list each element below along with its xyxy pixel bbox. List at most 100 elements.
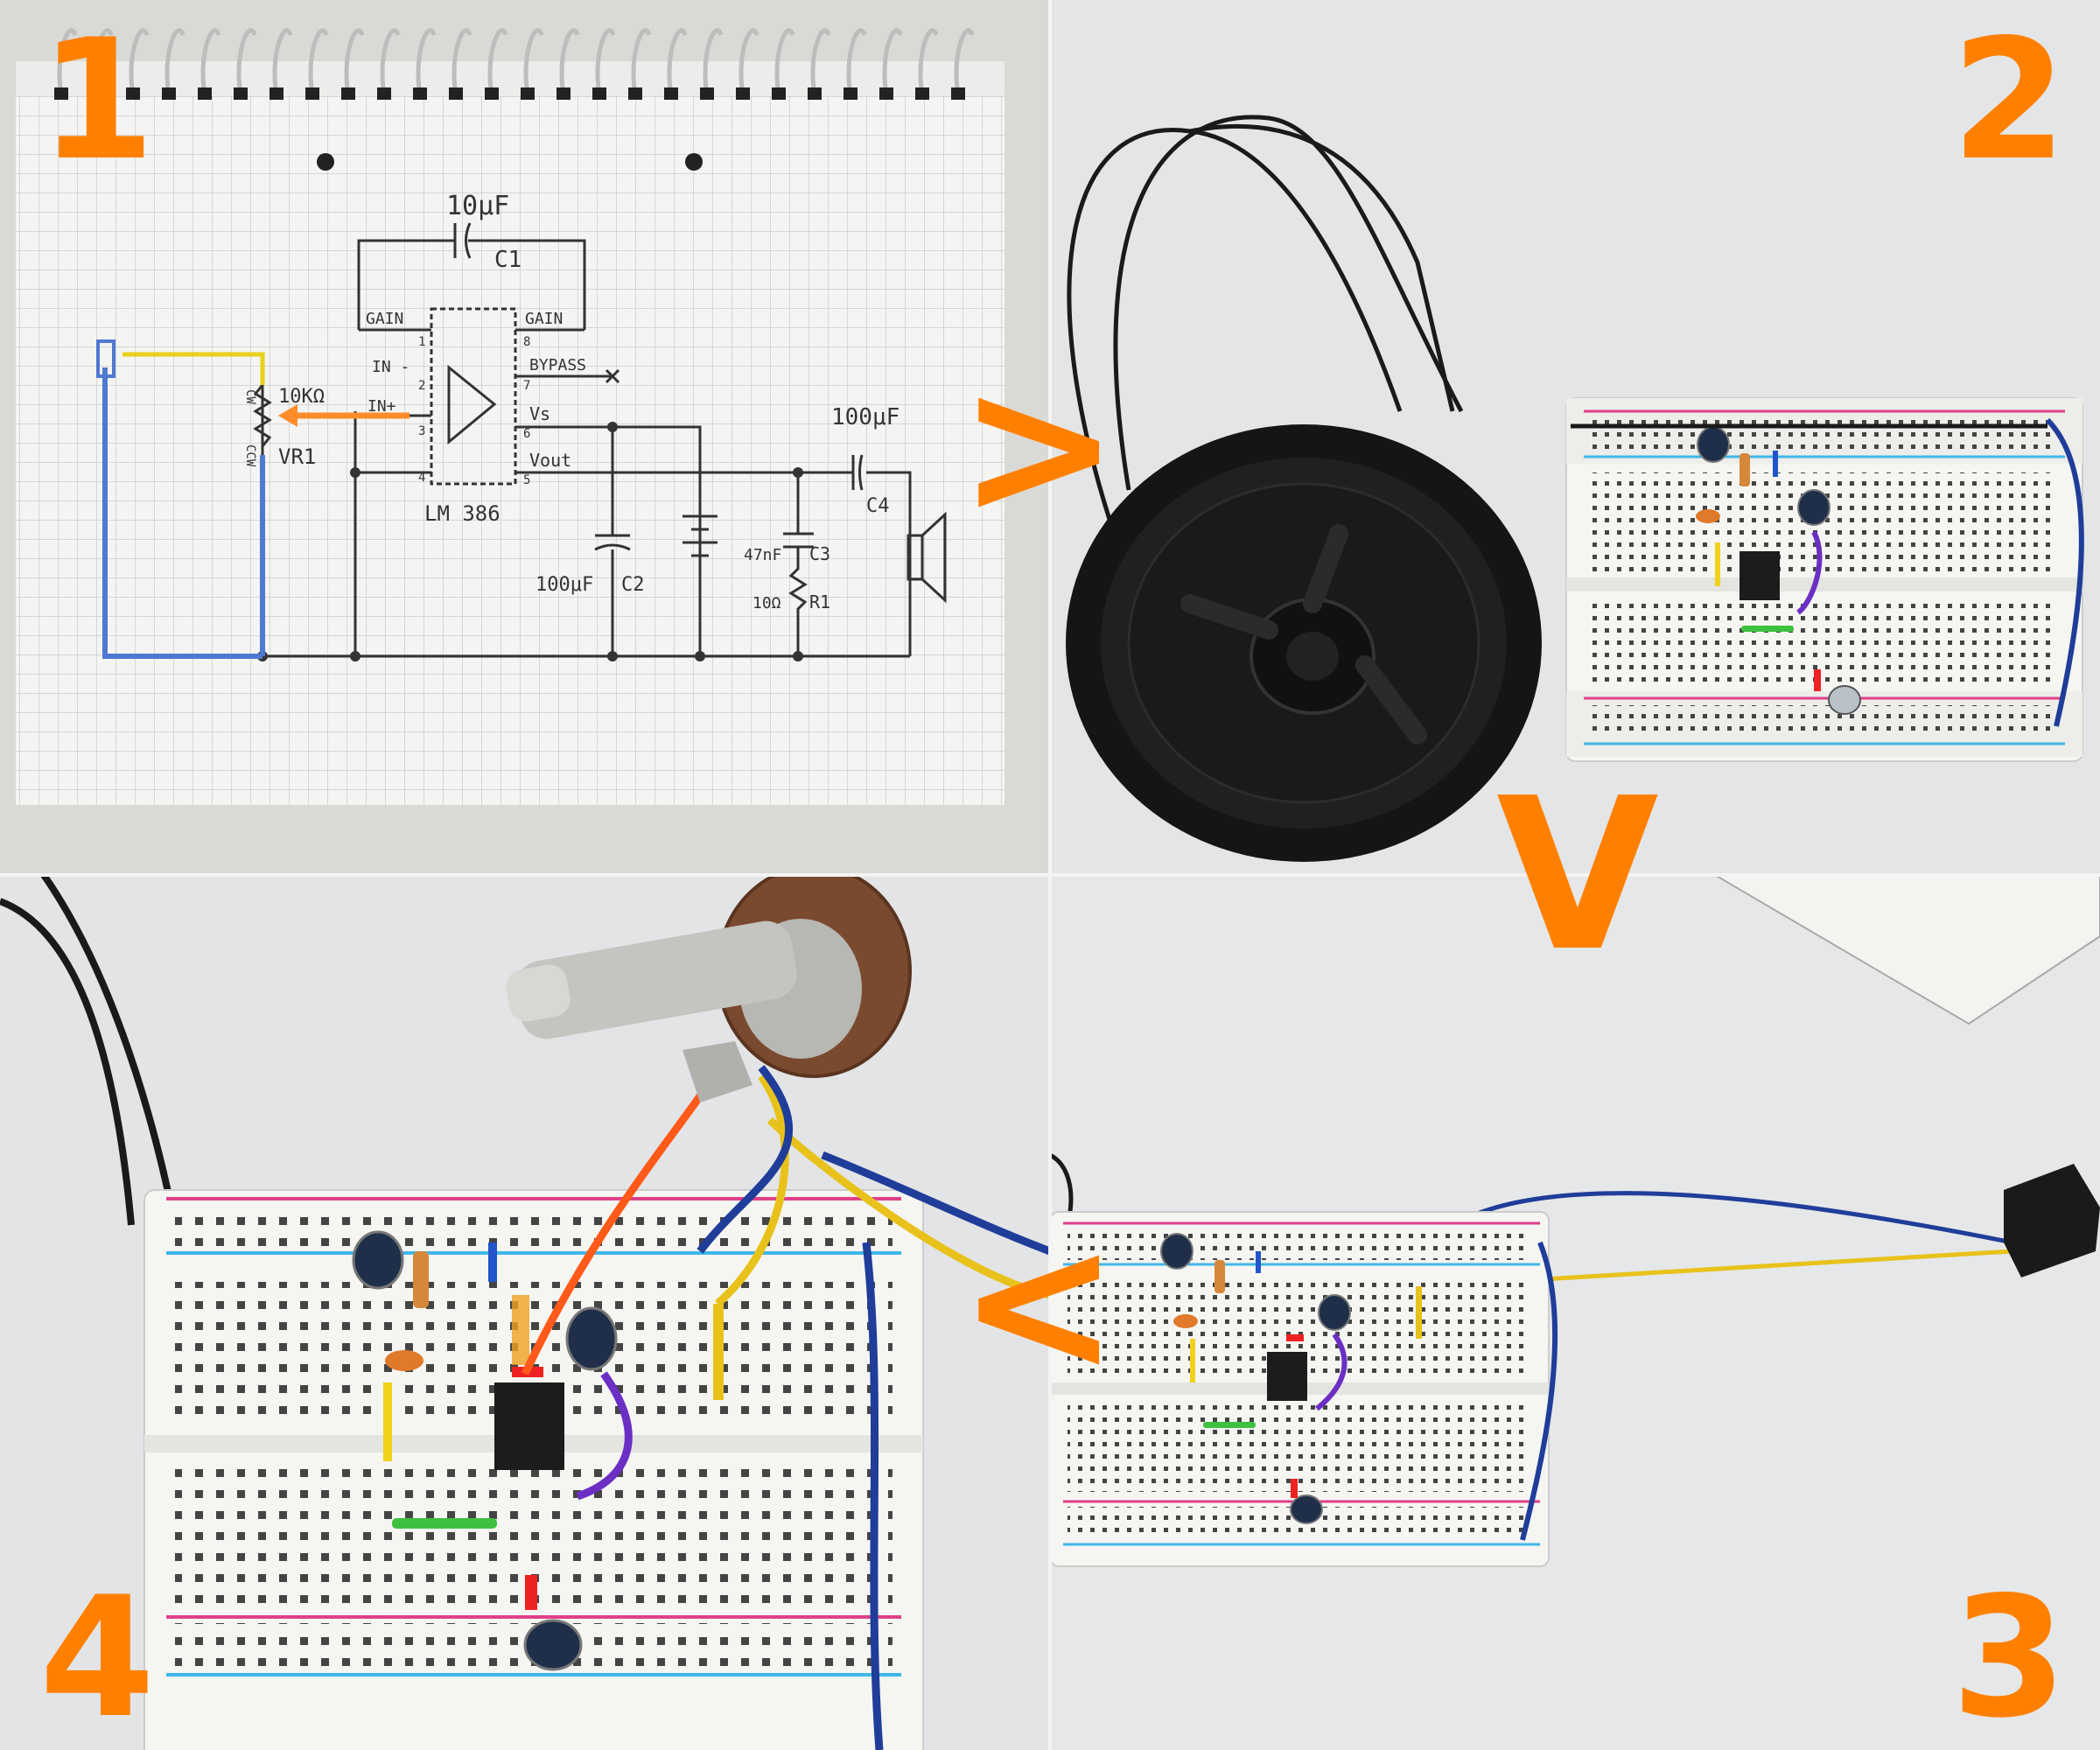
capacitor	[352, 1230, 404, 1290]
label-bypass: BYPASS	[529, 356, 586, 374]
label-c2-name: C2	[621, 574, 645, 596]
pot-wire-yellow	[715, 1074, 1050, 1307]
pot-wire-blue	[696, 1065, 1050, 1256]
spiral-hole	[628, 88, 642, 100]
spiral-coil	[344, 28, 365, 95]
photo-speaker-breadboard	[1066, 115, 2084, 862]
spiral-hole	[485, 88, 499, 100]
label-pin-4: 4	[418, 471, 425, 485]
ceramic-capacitor	[385, 1350, 424, 1371]
arrow-left: <	[958, 1192, 1120, 1416]
label-c3-name: C3	[809, 543, 830, 564]
label-pin-3: 3	[418, 424, 425, 438]
label-cw: CW	[243, 389, 257, 404]
label-c1-name: C1	[494, 247, 522, 273]
label-pin-8: 8	[523, 335, 530, 349]
spiral-hole	[736, 88, 750, 100]
spiral-coil	[200, 28, 221, 95]
ceramic-capacitor	[1173, 1314, 1198, 1328]
label-r1-name: R1	[809, 592, 830, 612]
spiral-coil	[738, 28, 760, 95]
spiral-coil	[631, 28, 652, 95]
spiral-coil	[272, 28, 293, 95]
label-c4-value: 100μF	[831, 404, 900, 430]
capacitor	[1160, 1233, 1194, 1270]
spiral-coil	[93, 28, 114, 95]
spiral-coil	[164, 28, 186, 95]
spiral-hole	[305, 88, 319, 100]
lm386-chip	[494, 1382, 564, 1470]
step-number-1: 1	[39, 4, 156, 197]
spiral-hole	[700, 88, 714, 100]
spiral-coil	[559, 28, 580, 95]
spiral-hole	[556, 88, 570, 100]
spiral-hole	[449, 88, 463, 100]
spiral-coil	[487, 28, 508, 95]
panel-speaker-breadboard: 2	[1050, 0, 2100, 875]
spiral-coil	[774, 28, 795, 95]
spiral-hole	[915, 88, 929, 100]
spiral-coil	[810, 28, 831, 95]
panel-breadboard-potentiometer: 4	[0, 875, 1050, 1750]
label-r1-value: 10Ω	[752, 594, 781, 612]
label-ic: LM 386	[424, 501, 500, 526]
label-c2-value: 100μF	[536, 574, 593, 596]
spiral-hole	[879, 88, 893, 100]
resistor	[1214, 1260, 1225, 1293]
photo-breadboard-pot	[0, 875, 1050, 1750]
resistor	[1740, 453, 1750, 486]
label-pin-1: 1	[418, 335, 425, 349]
arrow-right: >	[958, 334, 1120, 558]
spiral-hole	[808, 88, 822, 100]
yellow-input-trace	[122, 352, 265, 385]
spiral-hole	[234, 88, 248, 100]
blue-ground-trace	[102, 368, 265, 659]
label-c3-value: 47nF	[744, 546, 781, 564]
label-in-plus: IN+	[368, 397, 396, 416]
spiral-coil	[595, 28, 616, 95]
ceramic-capacitor	[1696, 509, 1720, 523]
capacitor	[523, 1619, 583, 1671]
spiral-coil	[129, 28, 150, 95]
lm386-chip	[1267, 1352, 1307, 1401]
spiral-hole	[126, 88, 140, 100]
label-c4-name: C4	[866, 495, 890, 517]
spiral-coil	[523, 28, 544, 95]
panel-divider-horizontal	[0, 873, 2100, 877]
label-pin-5: 5	[523, 473, 530, 487]
pot-wiper-arrow	[278, 404, 298, 427]
step-number-3: 3	[1951, 1561, 2068, 1750]
spiral-coil	[918, 28, 939, 95]
label-gain-right: GAIN	[525, 310, 563, 328]
spiral-coil	[380, 28, 401, 95]
spiral-coil	[882, 28, 903, 95]
input-jack-symbol	[96, 340, 116, 378]
label-pin-6: 6	[523, 427, 530, 441]
spiral-hole	[592, 88, 606, 100]
spiral-hole	[951, 88, 965, 100]
spiral-coil	[236, 28, 257, 95]
spiral-hole	[772, 88, 786, 100]
punch-hole	[685, 153, 703, 171]
spiral-coil	[416, 28, 437, 95]
spiral-coil	[452, 28, 472, 95]
label-pot-value: 10KΩ	[278, 386, 325, 408]
spiral-hole	[377, 88, 391, 100]
label-pot-name: VR1	[278, 444, 316, 469]
resistor	[413, 1251, 429, 1308]
spiral-hole	[664, 88, 678, 100]
label-pin-7: 7	[523, 379, 530, 393]
breadboard	[144, 1189, 924, 1750]
spiral-hole	[413, 88, 427, 100]
capacitor	[1828, 685, 1861, 715]
panel-breadboard-input-jack: 3	[1050, 875, 2100, 1750]
spiral-hole	[198, 88, 212, 100]
lm386-chip	[1740, 551, 1780, 600]
spiral-hole	[521, 88, 535, 100]
step-number-2: 2	[1951, 4, 2068, 197]
spiral-coil	[667, 28, 688, 95]
spiral-coil	[703, 28, 724, 95]
label-gain-left: GAIN	[366, 310, 403, 328]
breadboard	[1565, 397, 2084, 762]
panel-schematic-notebook: 10μF C1 GAIN GAIN IN - IN+ BYPASS Vs Vou…	[0, 0, 1050, 875]
